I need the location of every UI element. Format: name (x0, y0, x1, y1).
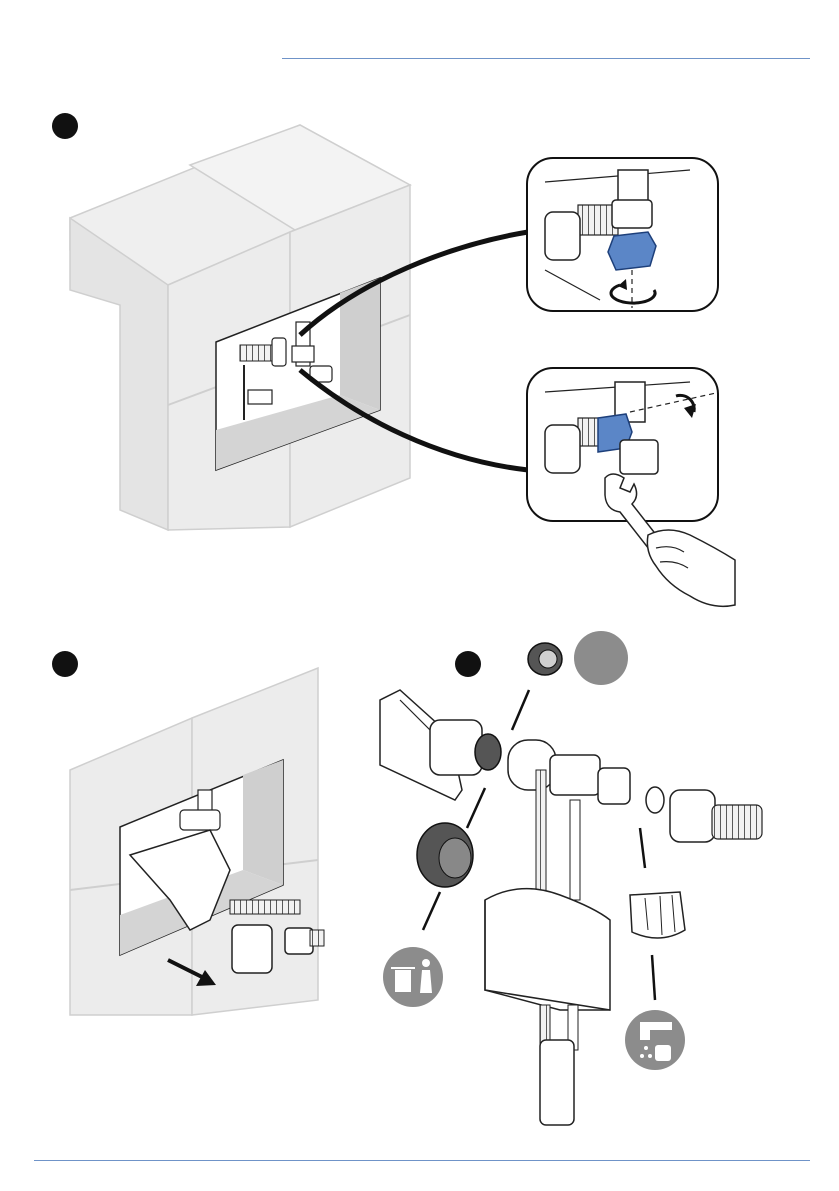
callout-b-wrench (527, 368, 735, 606)
callout-a-blue-cap (527, 158, 718, 311)
seal-small (528, 643, 562, 675)
filter-cap-large (417, 823, 473, 887)
rinse-tap-icon (625, 1010, 685, 1070)
cone-filter (630, 892, 685, 938)
step2-wall-illustration (70, 668, 324, 1015)
trash-bin-icon (383, 947, 443, 1007)
step3-exploded-valve (380, 643, 762, 1125)
step1-wall-illustration (70, 125, 410, 530)
